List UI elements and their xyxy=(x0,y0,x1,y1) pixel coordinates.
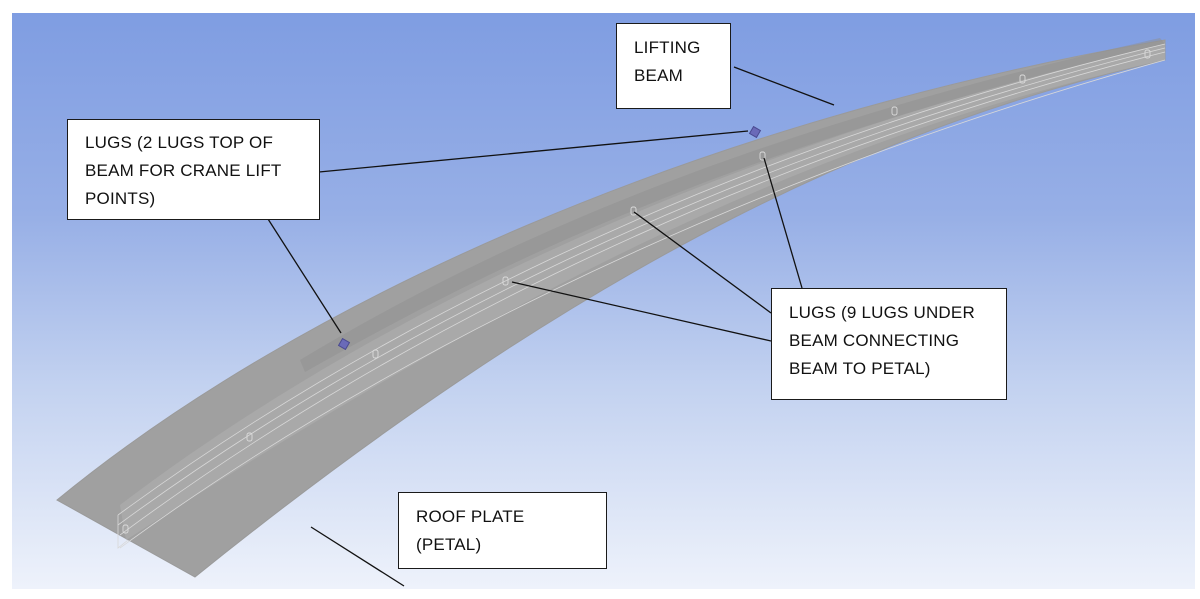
callout-text: BEAM TO PETAL) xyxy=(789,359,931,378)
callout-text: LIFTING xyxy=(634,38,701,57)
under-lug[interactable] xyxy=(1144,49,1151,59)
callout-text: LUGS (9 LUGS UNDER xyxy=(789,303,975,322)
callout-text: BEAM FOR CRANE LIFT xyxy=(85,161,282,180)
under-lug[interactable] xyxy=(246,432,253,442)
under-lug[interactable] xyxy=(122,524,129,534)
callout-under-lugs: LUGS (9 LUGS UNDER BEAM CONNECTING BEAM … xyxy=(771,288,1007,400)
callout-text: BEAM CONNECTING xyxy=(789,331,960,350)
under-lug[interactable] xyxy=(891,106,898,116)
under-lug[interactable] xyxy=(502,276,509,286)
callout-roof-plate: ROOF PLATE (PETAL) xyxy=(398,492,607,569)
leader-line-under-lug-1 xyxy=(763,157,803,289)
callout-text: ROOF PLATE xyxy=(416,507,525,526)
leader-line-top-lug-2 xyxy=(267,218,342,334)
leader-line-under-lug-3 xyxy=(511,281,772,342)
under-lug[interactable] xyxy=(630,206,637,216)
beam-edge-line xyxy=(119,51,1166,536)
callout-text: LUGS (2 LUGS TOP OF xyxy=(85,133,274,152)
callout-text: BEAM xyxy=(634,66,683,85)
beam-end-cap xyxy=(117,515,129,549)
beam-edge-line xyxy=(117,43,1166,516)
beam-edge-line xyxy=(117,47,1166,526)
callout-text: (PETAL) xyxy=(416,535,482,554)
top-lug[interactable] xyxy=(748,125,762,139)
callout-top-lugs: LUGS (2 LUGS TOP OF BEAM FOR CRANE LIFT … xyxy=(67,119,320,220)
under-lug[interactable] xyxy=(759,151,766,161)
leader-line-roof-plate xyxy=(310,526,405,587)
top-lug[interactable] xyxy=(337,337,351,351)
leader-line-lifting-beam xyxy=(733,66,835,106)
callout-text: POINTS) xyxy=(85,189,156,208)
under-lugs xyxy=(122,49,1151,534)
callout-lifting-beam: LIFTING BEAM xyxy=(616,23,731,109)
beam-edge-line xyxy=(119,59,1166,549)
under-lug[interactable] xyxy=(372,349,379,359)
under-lug[interactable] xyxy=(1019,74,1026,84)
roof-plate[interactable] xyxy=(56,39,1166,578)
leader-line-under-lug-2 xyxy=(633,211,772,314)
leader-line-top-lug-1 xyxy=(318,130,749,173)
model-scene xyxy=(56,38,1166,587)
